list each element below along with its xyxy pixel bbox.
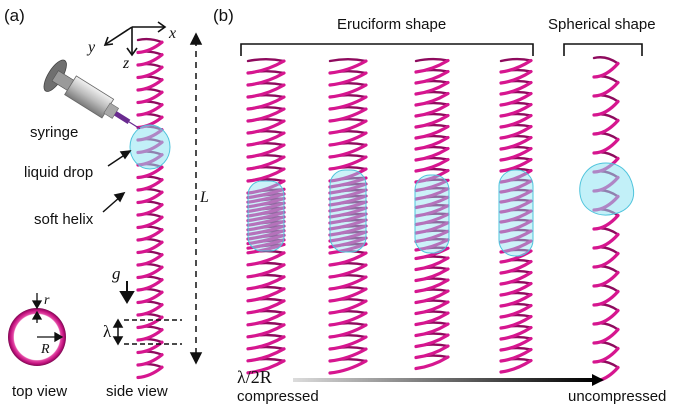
eruciform-drop-1 xyxy=(247,180,285,252)
compressed-label: compressed xyxy=(237,388,319,405)
lambda-label: λ xyxy=(103,322,112,341)
uncompressed-label: uncompressed xyxy=(568,388,666,405)
top-view-ring xyxy=(8,293,66,366)
soft-helix-label: soft helix xyxy=(34,211,94,228)
eruciform-helix-3 xyxy=(414,57,450,371)
spherical-label: Spherical shape xyxy=(548,16,656,33)
gravity-label: g xyxy=(112,264,121,283)
R-label: R xyxy=(40,342,50,357)
pitch-marker xyxy=(112,318,182,346)
axis-y-label: y xyxy=(86,39,96,56)
helix-layer xyxy=(136,37,620,383)
eruciform-drop-4 xyxy=(498,169,534,257)
length-label: L xyxy=(199,189,209,206)
liquid-drop-label: liquid drop xyxy=(24,164,93,181)
panel-b-label: (b) xyxy=(213,6,234,25)
annotation-arrows xyxy=(102,150,132,213)
eruciform-helix-2 xyxy=(328,58,368,375)
compression-arrow-head xyxy=(592,374,604,386)
spherical-bracket xyxy=(563,43,643,56)
r-label: r xyxy=(44,293,50,308)
drop-layer xyxy=(129,124,635,257)
syringe-icon xyxy=(43,59,141,130)
top-view-label: top view xyxy=(12,383,67,400)
eruciform-helix-4 xyxy=(499,57,533,374)
spherical-helix xyxy=(592,56,620,383)
gravity-arrow xyxy=(119,281,135,304)
panel-a-label: (a) xyxy=(4,6,25,25)
eruciform-bracket xyxy=(240,43,534,56)
side-view-helix xyxy=(136,37,164,380)
spherical-drop xyxy=(579,162,635,216)
eruciform-drop-2 xyxy=(329,169,367,253)
side-view-label: side view xyxy=(106,383,168,400)
ratio-label: λ/2R xyxy=(237,367,272,387)
axis-x-label: x xyxy=(168,25,176,42)
liquid-drop-a xyxy=(129,124,171,170)
eruciform-drop-3 xyxy=(414,174,450,254)
syringe-label: syringe xyxy=(30,124,78,141)
eruciform-label: Eruciform shape xyxy=(337,16,446,33)
compression-gradient-bar xyxy=(293,378,593,382)
axis-z-label: z xyxy=(122,55,130,72)
length-arrow xyxy=(189,32,203,365)
axis-triad xyxy=(103,21,167,57)
eruciform-helix-1 xyxy=(246,58,286,375)
